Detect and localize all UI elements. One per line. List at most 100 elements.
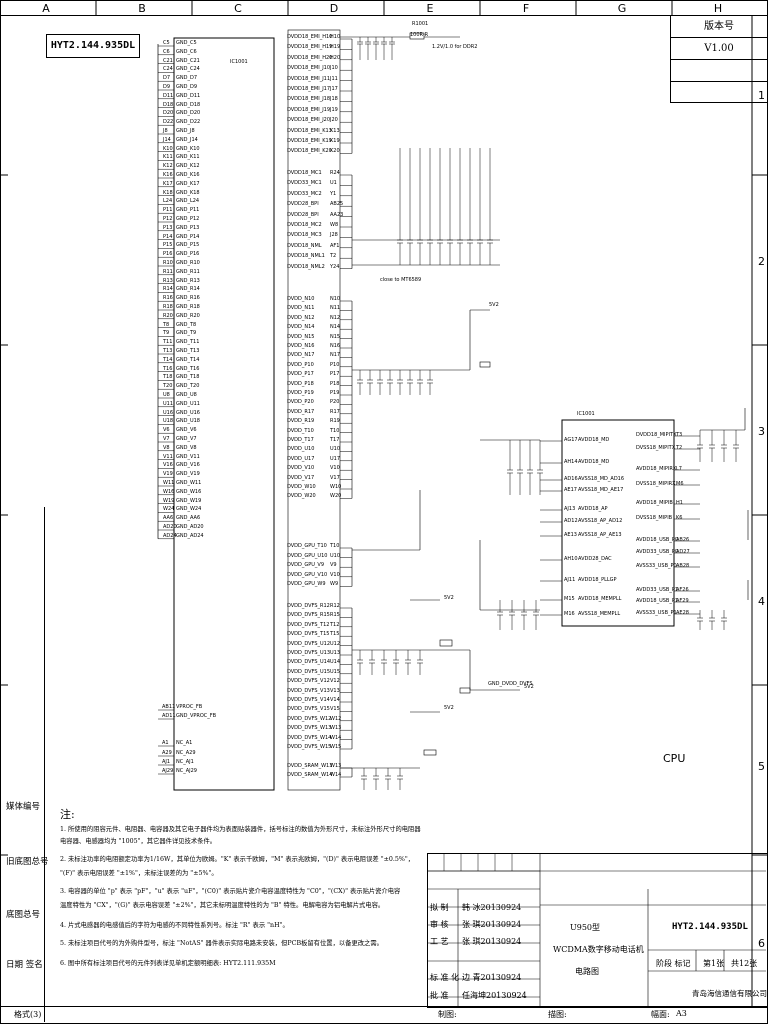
ic-left-pin-num: T14 — [163, 356, 173, 363]
dvfs-resistor — [439, 639, 453, 647]
ic-right-pin-name: DVDD_DVFS_R12 — [287, 603, 330, 609]
ic-right-pin-num: J18 — [330, 96, 338, 103]
ic-right-pin-name: DVDD_DVFS_T15 — [287, 631, 330, 638]
ic-left-pin-num: T20 — [163, 383, 173, 390]
ic-right-pin-name: DVDD18_MC1 — [287, 170, 322, 176]
ic-left-pin-num: D7 — [163, 75, 171, 82]
ic-right-pin-num: V12 — [330, 678, 340, 685]
bottom-drawn: 制图: — [438, 1010, 457, 1019]
ic-right-pin-num: W14 — [330, 772, 342, 778]
ic-left-pin-name: NC_AJ29 — [176, 768, 197, 774]
ic-right-pin-name: DVDD_T10 — [287, 427, 314, 434]
ic-right-pin-num: N12 — [330, 314, 341, 321]
ic-right-pin-name: DVDD33_MC2 — [287, 190, 322, 197]
ic-left-pin-num: W11 — [163, 480, 175, 486]
ic-right-pin-num: T10 — [330, 543, 340, 549]
ic-left-pin-name: GND_V19 — [176, 471, 200, 478]
ic-left-pin-num: T16 — [163, 365, 173, 372]
ic-left-pin-num: T9 — [163, 330, 170, 337]
ic-cpu-left-num: M16 — [564, 611, 575, 617]
column-label: H — [713, 2, 723, 15]
ic-cpu-right-name: AVDD33_USB_P0 — [636, 549, 679, 555]
ic-right-pin-name: DVDD18_EMI_K20 — [287, 148, 332, 155]
ic-right-pin-num: W14 — [330, 734, 342, 741]
ic-left-pin-name: GND_AA6 — [176, 515, 201, 522]
ic-left-pin-num: U18 — [163, 418, 174, 425]
ic-cpu-right-num: H1 — [676, 500, 683, 506]
ic-right-pin-name: DVDD28_BPI — [287, 201, 319, 208]
ic-left-pin-name: GND_P15 — [176, 242, 200, 249]
ic-left-pin-name: GND_T13 — [176, 348, 200, 354]
ic-right-pin-num: T2 — [330, 253, 337, 260]
ic-left-pin-name: GND_T20 — [176, 383, 200, 390]
ic-right-pin-num: P18 — [330, 380, 340, 387]
side-label-old-base: 旧底图总号 — [6, 857, 49, 867]
r1001-value: 100R-R — [410, 32, 429, 38]
ic-right-pin-name: DVDD18_EMI_H20 — [287, 54, 333, 61]
ic-left-pin-num: V8 — [163, 444, 170, 451]
note-line: 温度特性为 "CX"，"(G)" 表示电容误差 "±2%"，其它未标明温度特性的… — [60, 902, 385, 909]
ic-right-pin-num: N16 — [330, 343, 341, 349]
ic-right-pin-name: DVDD18_EMI_J19 — [287, 106, 331, 113]
note-line: 2. 未标注功率的电阻额定功率为1/16W，其单位为欧姆。"K" 表示千欧姆，"… — [60, 856, 415, 863]
ic-cpu-left-num: M15 — [564, 596, 575, 602]
ic-left-pin-name: GND_V11 — [176, 453, 200, 460]
ic-cpu-left-num: AH14 — [564, 459, 578, 465]
ic-left-pin-num: U11 — [163, 400, 174, 407]
ic-cpu-right-num: M6 — [676, 481, 684, 487]
sheet-number: 第1张 — [703, 959, 725, 968]
ic-left-pin-num: P11 — [163, 207, 173, 214]
emi-voltage-note: 1.2V/1.0 for DDR2 — [432, 44, 478, 50]
ic-left-pin-name: GND_V16 — [176, 462, 200, 469]
ic-left-pin-name: GND_P14 — [176, 233, 200, 240]
ic-right-pin-num: J10 — [330, 65, 338, 72]
ic-right-pin-num: W12 — [330, 715, 342, 722]
ic-right-pin-name: DVDD_P17 — [287, 371, 314, 378]
ic-right-pin-name: DVDD_GPU_U10 — [287, 552, 328, 559]
bottom-size: A3 — [676, 1009, 687, 1018]
ic-cpu-right-name: DVDD18_MIPITX — [636, 432, 677, 438]
ic-left-pin-num: D22 — [163, 119, 174, 126]
row-label: 1 — [758, 89, 765, 102]
bottom-size-label: 幅面: — [651, 1010, 670, 1019]
ic-right-pin-num: AF1 — [330, 242, 340, 249]
ic-left-pin-name: GND_T11 — [176, 339, 200, 346]
ic-left-pin-num: W16 — [163, 488, 175, 495]
ic-left-pin-num: P14 — [163, 233, 173, 240]
ic-cpu-right-name: AVDD33_USB_P1 — [636, 587, 679, 593]
tb-role: 批 准 — [430, 991, 449, 1000]
ic-cpu-left-name: AVSS18_AP_AD12 — [578, 518, 623, 524]
ic-left-pin-num: K12 — [163, 163, 173, 170]
ic-right-pin-name: DVDD_DVFS_W12 — [287, 715, 332, 722]
ic-left-pin-name: GND_AD20 — [176, 524, 204, 530]
ic-cpu-right-num: AB26 — [676, 537, 690, 543]
ic-right-pin-num: V10 — [330, 571, 340, 578]
ic-right-pin-name: DVDD_U10 — [287, 446, 315, 453]
ic-right-pin-name: DVDD_N15 — [287, 333, 315, 340]
ic-right-pin-num: V10 — [330, 465, 340, 472]
ic-left-pin-name: GND_W24 — [176, 506, 202, 513]
ic-left-pin-num: AA6 — [163, 515, 174, 522]
ic-left-pin-name: GND_D20 — [176, 110, 201, 117]
ic-right-pin-num: R24 — [330, 170, 340, 176]
ic-left-pin-name: GND_C6 — [176, 48, 197, 55]
ic-right-pin-num: W20 — [330, 493, 342, 500]
ic-right-pin-name: DVDD_P10 — [287, 361, 314, 368]
ic-left-pin-num: V6 — [163, 427, 170, 434]
ic-cpu-left-num: AG17 — [564, 437, 578, 443]
ic-right-pin-num: H19 — [330, 44, 341, 51]
ic-left-pin-num: A29 — [162, 750, 172, 756]
ic-right-pin-name: DVDD_N10 — [287, 296, 315, 302]
ic-left-pin-num: R20 — [163, 312, 173, 319]
ic-right-pin-name: DVDD_DVFS_V12 — [287, 678, 330, 685]
ic-cpu-right-num: AF29 — [676, 598, 689, 604]
ic-right-pin-name: DVDD28_BPI — [287, 211, 319, 218]
top-drawing-number-text: HYT2.144.935DL — [50, 40, 136, 51]
ic-cpu-left-num: AD16 — [564, 476, 578, 482]
side-label-date-sign: 日期 签名 — [6, 960, 43, 970]
ic-cpu-right-num: L7 — [676, 466, 682, 472]
ic-left-pin-name: GND_R18 — [176, 304, 200, 310]
ic-right-pin-num: T12 — [330, 621, 340, 628]
ic-cpu-right-num: T2 — [676, 445, 683, 451]
ic-right-pin-num: AB25 — [330, 201, 344, 208]
